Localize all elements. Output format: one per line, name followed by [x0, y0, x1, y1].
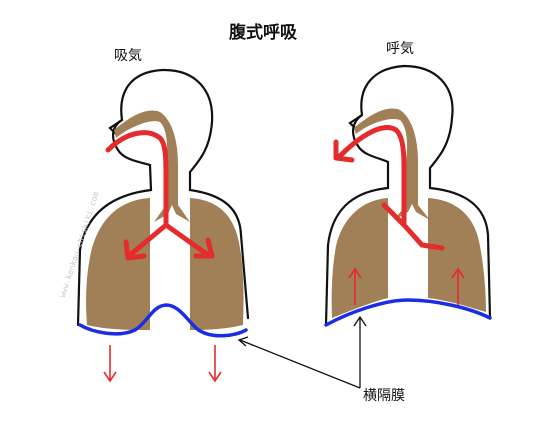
inhale-down-arrow-left [103, 345, 117, 383]
inhale-airflow-path [105, 130, 169, 228]
exhale-right-lung [428, 198, 486, 312]
inhale-arrowhead-left [123, 239, 147, 261]
inhale-diaphragm [78, 303, 248, 338]
exhale-figure [324, 64, 492, 327]
exhale-airway [354, 108, 430, 220]
exhale-diaphragm [324, 298, 492, 327]
exhale-nose [348, 114, 363, 130]
inhale-label: 吸気 [114, 48, 142, 64]
diaphragm-callout-lines [237, 315, 367, 389]
inhale-airway [114, 110, 190, 222]
exhale-airflow-path [337, 125, 407, 228]
exhale-left-lung [331, 198, 388, 318]
exhale-airflow-right-branch [401, 222, 445, 251]
inhale-airflow-left-branch [127, 222, 169, 258]
inhale-airflow-right-branch [163, 222, 211, 258]
exhale-arrowhead [333, 139, 355, 163]
diagram-title: 腹式呼吸 [229, 23, 297, 43]
diaphragm-label: 横隔膜 [363, 388, 405, 404]
inhale-nose [108, 119, 123, 135]
exhale-up-arrow-right [451, 267, 465, 305]
exhale-body-outline [324, 64, 492, 327]
exhale-label: 呼気 [386, 41, 414, 57]
inhale-right-lung [190, 198, 244, 330]
inhale-down-arrow-right [208, 345, 222, 383]
inhale-arrowhead-right [193, 237, 215, 259]
inhale-left-lung [86, 198, 150, 330]
exhale-airflow-left-branch [381, 202, 407, 228]
inhale-figure [76, 68, 250, 383]
exhale-up-arrow-left [348, 267, 362, 305]
inhale-body-outline [76, 68, 250, 327]
